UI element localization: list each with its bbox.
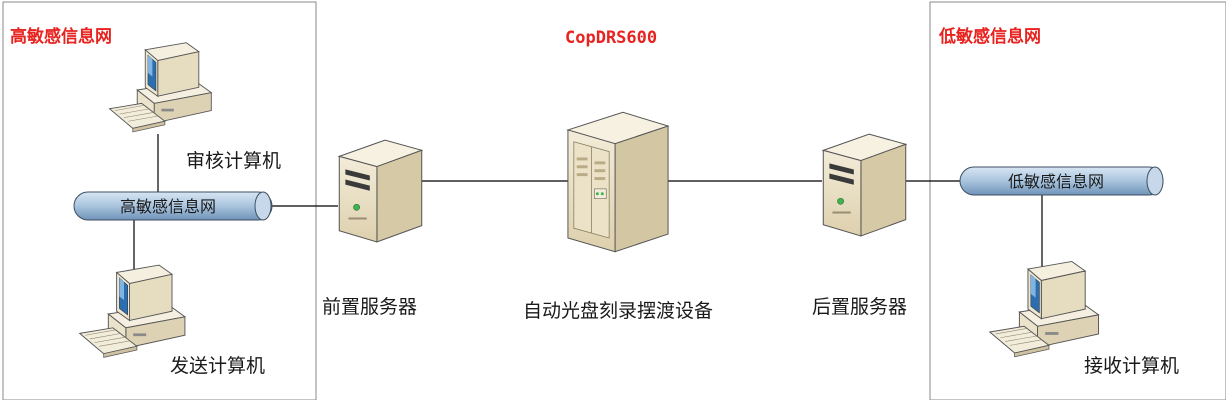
high-zone-box bbox=[2, 1, 317, 400]
ferry-device-label: 自动光盘刻录摆渡设备 bbox=[523, 300, 713, 322]
audit-computer-label: 审核计算机 bbox=[186, 150, 281, 172]
high-bus-label: 高敏感信息网 bbox=[120, 197, 216, 216]
front-server-label: 前置服务器 bbox=[322, 296, 417, 318]
center-title: CopDRS600 bbox=[565, 28, 657, 48]
low-bus: 低敏感信息网 bbox=[959, 166, 1164, 196]
send-computer-icon bbox=[79, 264, 186, 358]
audit-computer-icon bbox=[109, 42, 212, 133]
low-bus-label: 低敏感信息网 bbox=[1008, 172, 1104, 191]
send-computer-label: 发送计算机 bbox=[170, 355, 265, 377]
ferry-device-icon bbox=[567, 111, 669, 253]
high-bus: 高敏感信息网 bbox=[73, 191, 273, 221]
front-server-icon bbox=[338, 139, 423, 243]
receive-computer-icon bbox=[989, 260, 1100, 358]
low-zone-title: 低敏感信息网 bbox=[938, 26, 1041, 47]
rear-server-label: 后置服务器 bbox=[812, 296, 907, 318]
low-zone-box bbox=[929, 1, 1226, 400]
high-zone-title: 高敏感信息网 bbox=[10, 26, 112, 47]
receive-computer-label: 接收计算机 bbox=[1084, 355, 1179, 377]
rear-server-icon bbox=[822, 133, 907, 237]
